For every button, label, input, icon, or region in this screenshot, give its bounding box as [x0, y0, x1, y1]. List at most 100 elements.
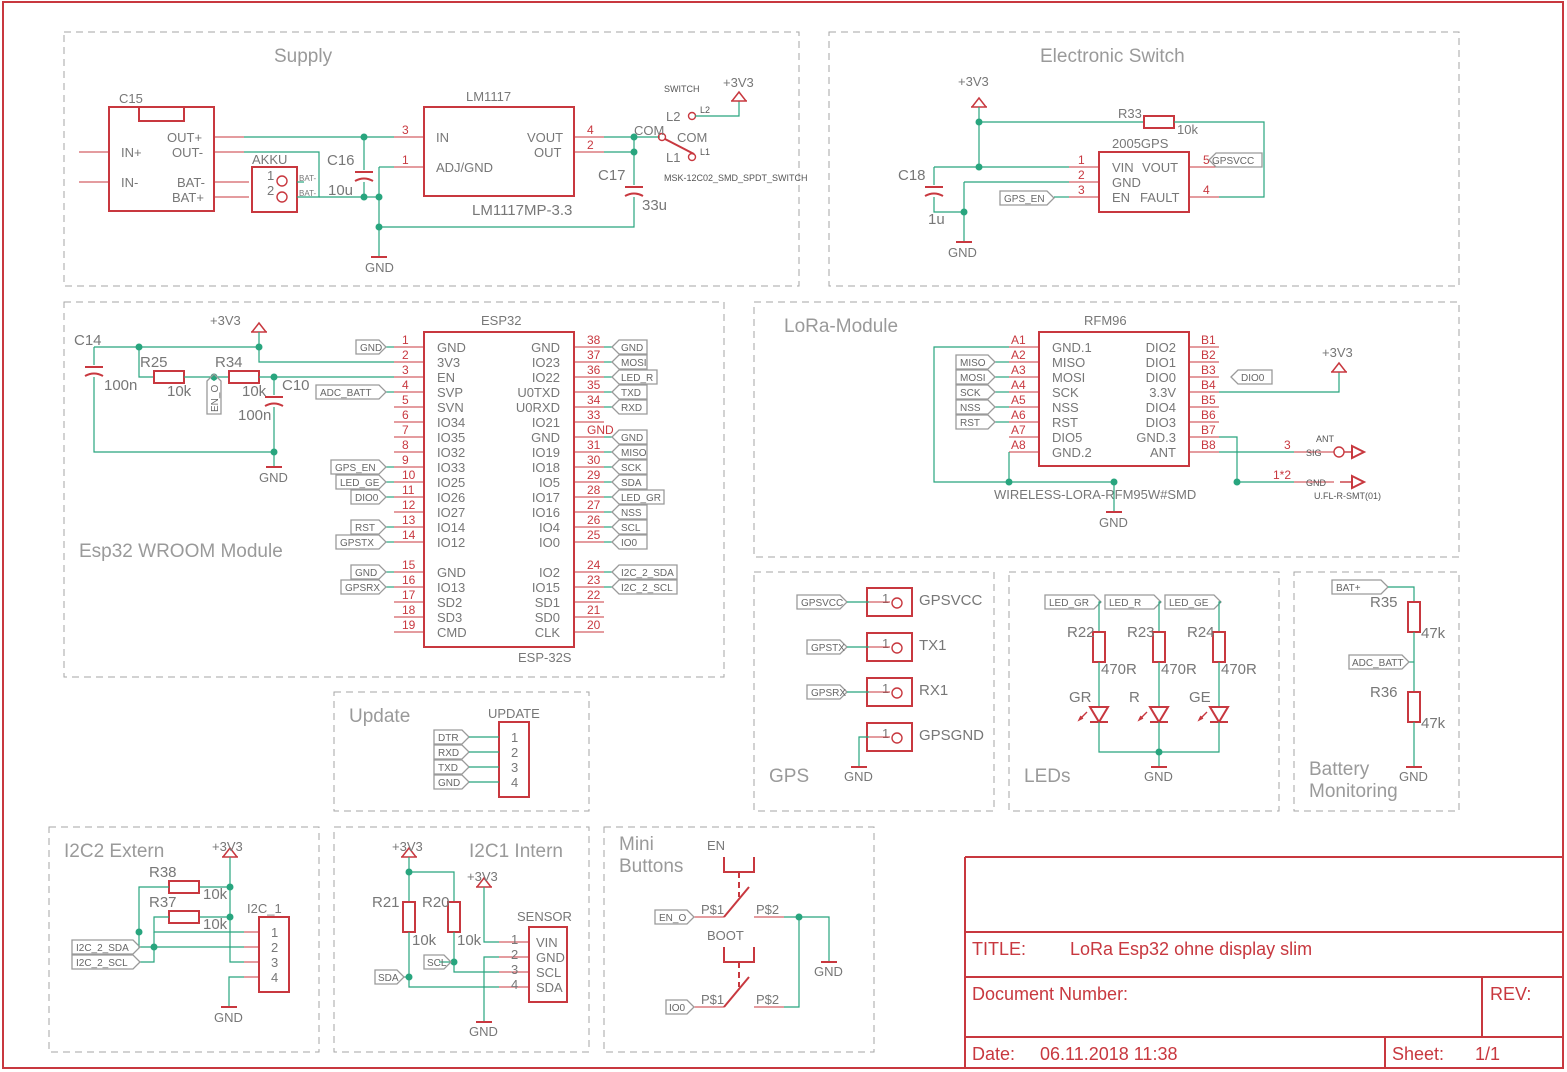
battery-gnd: GND: [1399, 769, 1428, 784]
esp-right-pin-signal: IO15: [532, 580, 560, 595]
i2c1-sda-net-text: SDA: [378, 973, 399, 984]
gps-pin-num: 1: [882, 681, 889, 696]
led-resistor-label: R23: [1127, 624, 1155, 641]
ant-label: ANT: [1316, 434, 1335, 444]
ant-pin3: 3: [1284, 438, 1291, 452]
c15-in-minus: IN-: [121, 175, 138, 190]
esp-right-8-net-text: SDA: [621, 478, 642, 489]
sensor-pin-signal: VIN: [536, 935, 558, 950]
esp-left-pin-signal: IO27: [437, 505, 465, 520]
led-diode: [1208, 706, 1230, 724]
lora-left-pin-num: A5: [1011, 393, 1026, 407]
esp-left-pin-num: 6: [402, 408, 409, 422]
btn-en-o-net-text: EN_O: [659, 913, 686, 924]
lm1117-pin3: 3: [402, 123, 409, 137]
switch-l1: L1: [666, 150, 680, 165]
update-1-net-text: RXD: [438, 748, 459, 759]
r38-label: R38: [149, 864, 177, 881]
esp-left-2-net-label: [330, 459, 387, 475]
esp-right-pin-signal: U0TXD: [517, 385, 560, 400]
led-emit-arrow: [1137, 711, 1148, 722]
lora-right-pin-num: B8: [1201, 438, 1216, 452]
dio0-net-text: DIO0: [1241, 373, 1265, 384]
adc-batt-net-text: ADC_BATT: [1352, 658, 1404, 669]
ant-gnd: GND: [1306, 478, 1327, 488]
led-resistor-label: R24: [1187, 624, 1215, 641]
esp-left-4-net-label: [350, 489, 387, 505]
c15-label: C15: [119, 91, 143, 106]
esp-right-pin-num: 26: [587, 513, 601, 527]
leds-schematic: LED_GRR22470RGRLED_RR23470RRLED_GER24470…: [1044, 594, 1257, 784]
led-resistor: [1092, 631, 1106, 663]
esp-right-pin-signal: SD0: [535, 610, 560, 625]
switch-3v3: +3V3: [723, 75, 754, 90]
esp-right-pin-num: 22: [587, 588, 601, 602]
esp-right-pin-signal: IO21: [532, 415, 560, 430]
2005gps-p1: 1: [1078, 153, 1085, 167]
esp-right-12-net-label: [611, 534, 648, 550]
gps-pin-num: 1: [882, 726, 889, 741]
lm1117-adj: ADJ/GND: [436, 160, 493, 175]
esp-left-pin-num: 17: [402, 588, 416, 602]
r35-resistor: [1407, 601, 1421, 633]
esp32-right-net-labels: GNDMOSILED_RTXDRXDGNDMISOSCKSDALED_GRNSS…: [604, 339, 678, 595]
esp32-part: ESP-32S: [518, 650, 572, 665]
esp-left-pin-num: 16: [402, 573, 416, 587]
lora-3v3: +3V3: [1322, 345, 1353, 360]
lora-left-pin-num: A4: [1011, 378, 1026, 392]
esp-left-1-net-text: ADC_BATT: [320, 388, 372, 399]
led-wire-top: [1218, 601, 1221, 632]
2005gps-p5: 5: [1203, 153, 1210, 167]
date-key: Date:: [972, 1044, 1015, 1064]
lora-left-pin-num: A3: [1011, 363, 1026, 377]
gps-en-net-text: GPS_EN: [1004, 194, 1045, 205]
lora-left-0-net-text: MISO: [960, 358, 986, 369]
lora-left-pin-signal: GND.2: [1052, 445, 1092, 460]
supply-title: Supply: [274, 46, 333, 67]
esp-right-3-net-text: TXD: [621, 388, 641, 399]
sensor-pin-num: 4: [511, 977, 518, 992]
esp-left-pin-signal: IO13: [437, 580, 465, 595]
esp-left-0-net-label: [355, 339, 387, 355]
esp-left-pin-num: 3: [402, 363, 409, 377]
esp-left-pin-num: 4: [402, 378, 409, 392]
bat-plus-net-label: [1331, 579, 1389, 595]
2005gps-p2: 2: [1078, 168, 1085, 182]
esp-right-7-net-label: [611, 459, 648, 475]
r36-value: 47k: [1421, 715, 1446, 732]
r34-label: R34: [215, 354, 243, 371]
update-0-net-text: DTR: [438, 733, 459, 744]
battery-title-1: Battery: [1309, 759, 1370, 780]
esp-left-pin-signal: SD3: [437, 610, 462, 625]
esp-right-pin-signal: GND: [531, 430, 560, 445]
lora-left-2-net-label: [955, 384, 996, 400]
akku-pin1: 1: [267, 168, 274, 183]
switch-l2: L2: [666, 109, 680, 124]
r37-resistor: [168, 910, 200, 924]
switch-l2b: L2: [700, 105, 710, 115]
esp-left-3-net-text: LED_GE: [340, 478, 380, 489]
update-2-net-label: [433, 759, 470, 775]
btn1-p2: P$2: [756, 902, 779, 917]
update-0-net-label: [433, 729, 470, 745]
esp-right-pin-num: 24: [587, 558, 601, 572]
gps-0-net-text: GPSVCC: [801, 598, 843, 609]
sensor-pin-signal: SDA: [536, 980, 563, 995]
gps-pin-num: 1: [882, 636, 889, 651]
esp-left-pin-signal: IO32: [437, 445, 465, 460]
lm1117-pin1: 1: [402, 153, 409, 167]
esp-left-pin-signal: 3V3: [437, 355, 460, 370]
led-wire-top: [1158, 601, 1161, 632]
lora-left-pin-num: A1: [1011, 333, 1026, 347]
2005gps-fault: FAULT: [1140, 190, 1180, 205]
btn2-p2: P$2: [756, 992, 779, 1007]
gps-connector-name: TX1: [919, 637, 947, 654]
esp-right-5-net-label: [611, 429, 648, 445]
esp-left-pin-num: 7: [402, 423, 409, 437]
c18-label: C18: [898, 167, 926, 184]
